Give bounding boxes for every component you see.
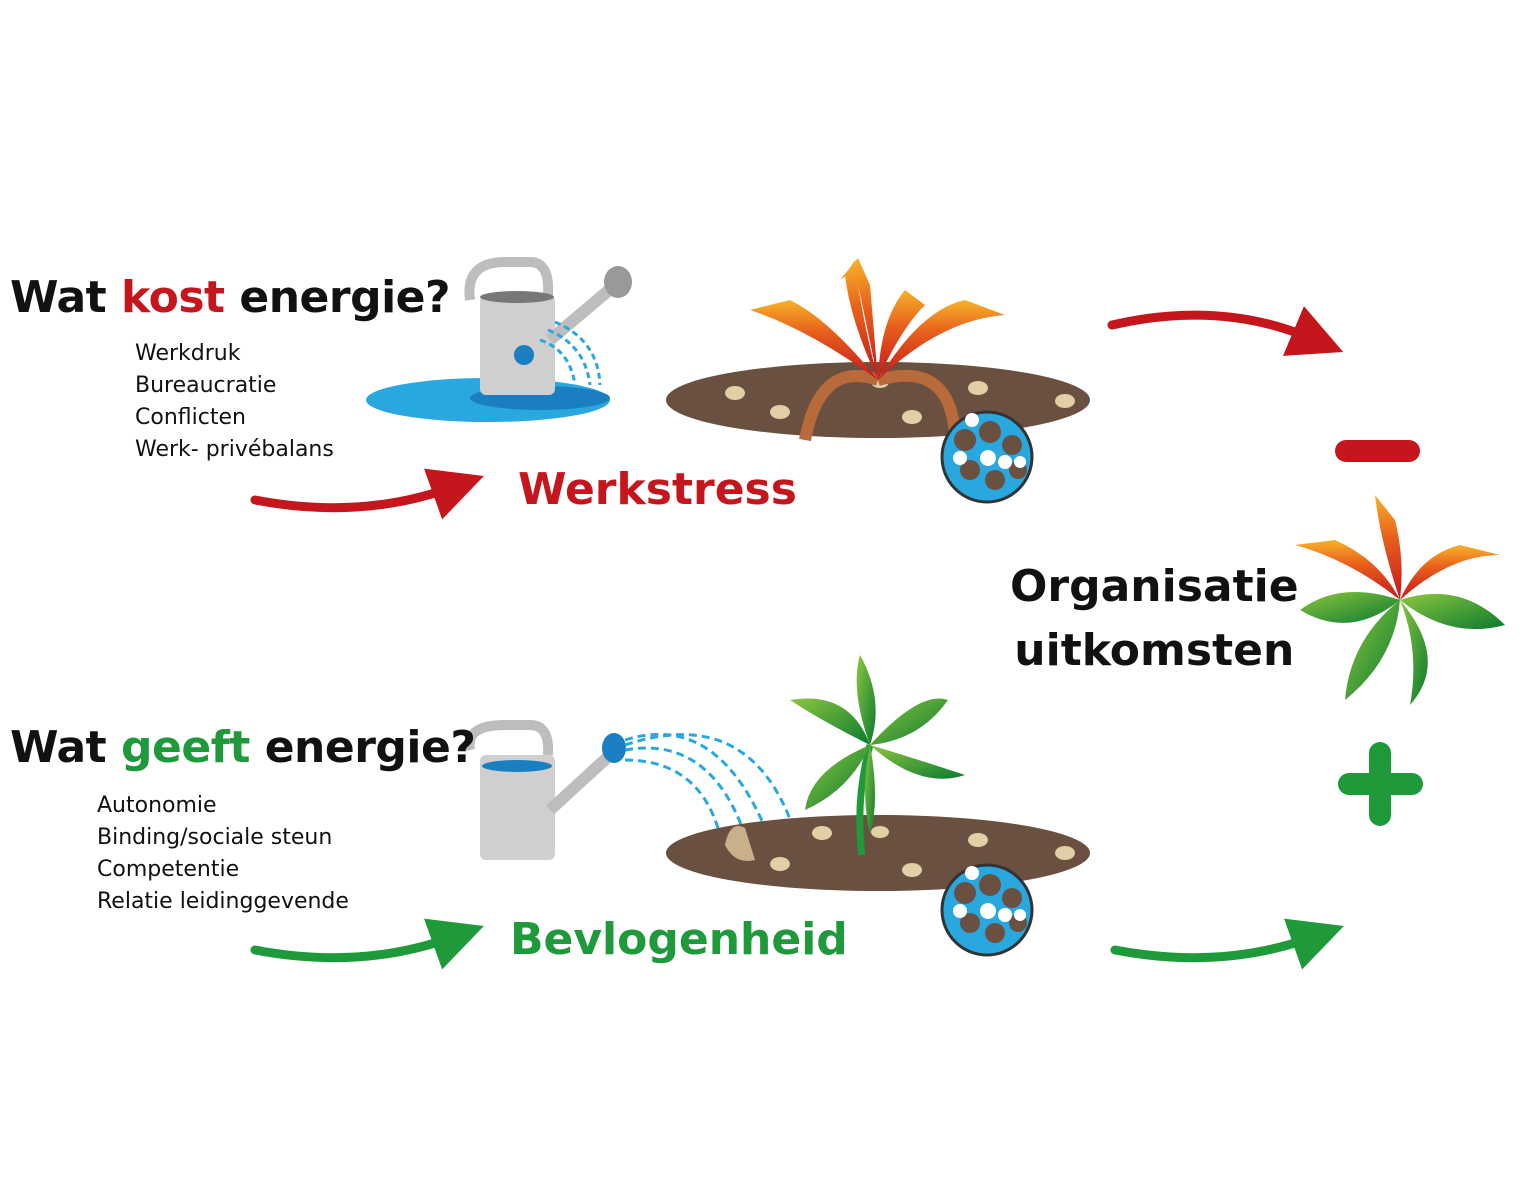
soil-particles-circle-icon xyxy=(940,863,1034,957)
watering-can-pouring-icon xyxy=(464,720,802,860)
outcome-plant-icon xyxy=(1295,495,1505,705)
soil-healthy-plant-icon xyxy=(666,655,1090,891)
energy-sources-list: Autonomie Binding/sociale steun Competen… xyxy=(97,790,349,918)
heading-prefix: Wat xyxy=(10,722,122,773)
heading-suffix: energie? xyxy=(249,722,476,773)
heading-prefix: Wat xyxy=(10,272,122,323)
minus-icon xyxy=(1335,440,1420,462)
heading-suffix: energie? xyxy=(224,272,451,323)
soil-burning-plant-icon xyxy=(666,258,1090,442)
result-werkstress: Werkstress xyxy=(518,464,797,515)
plus-icon xyxy=(1338,742,1423,826)
list-item: Relatie leidinggevende xyxy=(97,889,349,914)
heading-keyword: kost xyxy=(121,272,225,323)
list-item: Conflicten xyxy=(135,405,246,430)
result-bevlogenheid: Bevlogenheid xyxy=(510,914,848,965)
heading-keyword: geeft xyxy=(121,722,250,773)
list-item: Bureaucratie xyxy=(135,373,277,398)
list-item: Binding/sociale steun xyxy=(97,825,333,850)
arrow-top-left xyxy=(250,468,484,520)
outcome-line2: uitkomsten xyxy=(1014,625,1295,676)
arrow-bottom-right xyxy=(1110,918,1344,970)
watering-can-spilling-icon xyxy=(366,257,632,422)
heading-costs-energy: Wat kost energie? xyxy=(10,272,451,323)
list-item: Werkdruk xyxy=(135,341,241,366)
list-item: Competentie xyxy=(97,857,240,882)
cost-factors-list: Werkdruk Bureaucratie Conflicten Werk- p… xyxy=(135,338,334,466)
outcome-label: Organisatie uitkomsten xyxy=(1010,555,1299,683)
soil-particles-circle-icon xyxy=(940,410,1034,504)
list-item: Autonomie xyxy=(97,793,217,818)
outcome-line1: Organisatie xyxy=(1010,561,1299,612)
arrow-top-right xyxy=(1107,306,1344,356)
list-item: Werk- privébalans xyxy=(135,437,334,462)
heading-gives-energy: Wat geeft energie? xyxy=(10,722,476,773)
arrow-bottom-left xyxy=(250,918,484,970)
